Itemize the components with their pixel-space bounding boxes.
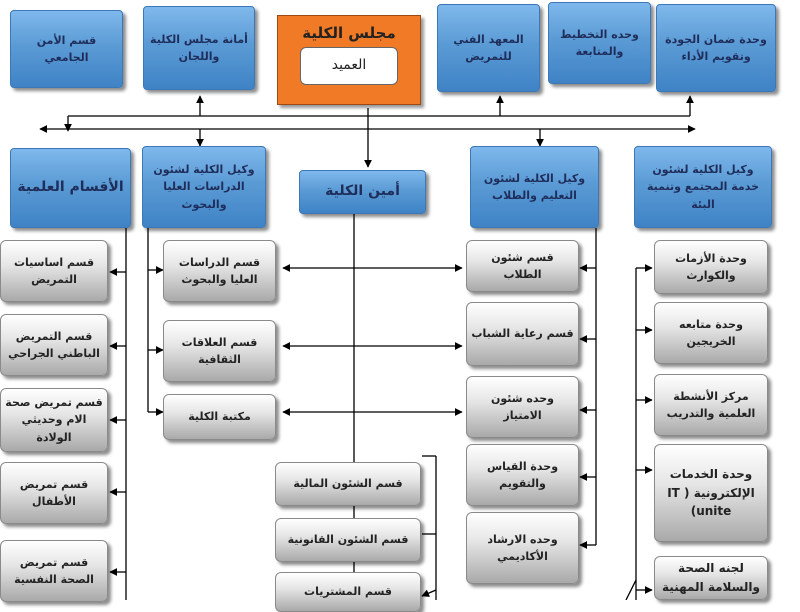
youth-care-dept: قسم رعاية الشباب: [466, 302, 579, 366]
postgrad-research-dept: قسم الدراسات العليا والبحوث: [163, 240, 276, 302]
planning-unit-box: وحده التخطيط والمتابعة: [548, 2, 651, 84]
legal-affairs-dept: قسم الشئون القانونية: [275, 518, 421, 562]
graduates-followup-unit: وحدة متابعه الخريجين: [654, 302, 768, 364]
college-secretary-box: أمين الكلية: [299, 170, 426, 214]
dept-medical-surgical: قسم التمريض الباطني الجراحي: [0, 314, 108, 376]
occupational-safety-committee: لجنه الصحة والسلامة المهنية: [654, 556, 768, 600]
crisis-disaster-unit: وحدة الأزمات والكوارث: [654, 240, 768, 294]
college-council-title: مجلس الكلية: [302, 24, 396, 42]
quality-unit-box: وحدة ضمان الجودة وتقويم الأداء: [656, 4, 776, 92]
academic-advising-unit: وحده الارشاد الأكاديمي: [466, 512, 579, 584]
e-services-unit: وحدة الخدمات الإلكترونية ( IT unite): [654, 444, 768, 542]
student-affairs-dept: قسم شئون الطلاب: [466, 240, 579, 292]
internship-affairs-unit: وحده شئون الامتياز: [466, 376, 579, 438]
scientific-activities-center: مركز الأنشطة العلمية والتدريب: [654, 374, 768, 436]
cultural-relations-dept: قسم العلاقات الثقافية: [163, 320, 276, 382]
dept-pediatric: قسم تمريض الأطفال: [0, 462, 108, 524]
college-library: مكتبة الكلية: [163, 394, 276, 440]
dept-nursing-fundamentals: قسم اساسيات التمريض: [0, 240, 108, 302]
finance-dept: قسم الشئون المالية: [275, 462, 421, 506]
technical-institute-box: المعهد الفني للتمريض: [437, 4, 540, 92]
council-secretariat-box: أمانة مجلس الكلية واللجان: [143, 6, 255, 90]
measurement-evaluation-unit: وحدة القياس والتقويم: [466, 444, 579, 506]
academic-departments-box: الأقسام العلمية: [10, 148, 131, 228]
dept-maternity: قسم تمريض صحة الام وحديثي الولادة: [0, 388, 108, 452]
security-department-box: قسم الأمن الجامعي: [10, 10, 123, 88]
purchasing-dept: قسم المشتريات: [275, 572, 421, 612]
dean-box: العميد: [300, 47, 398, 86]
dept-psychiatric: قسم تمريض الصحة النفسية: [0, 540, 108, 602]
vice-dean-postgrad-box: وكيل الكلية لشئون الدراسات العليا والبحو…: [142, 146, 266, 228]
college-council-box: مجلس الكلية العميد: [277, 15, 421, 105]
vice-dean-community-box: وكيل الكلية لشئون خدمة المجتمع وتنمية ال…: [634, 146, 772, 228]
vice-dean-education-box: وكيل الكلية لشئون التعليم والطلاب: [470, 146, 599, 228]
